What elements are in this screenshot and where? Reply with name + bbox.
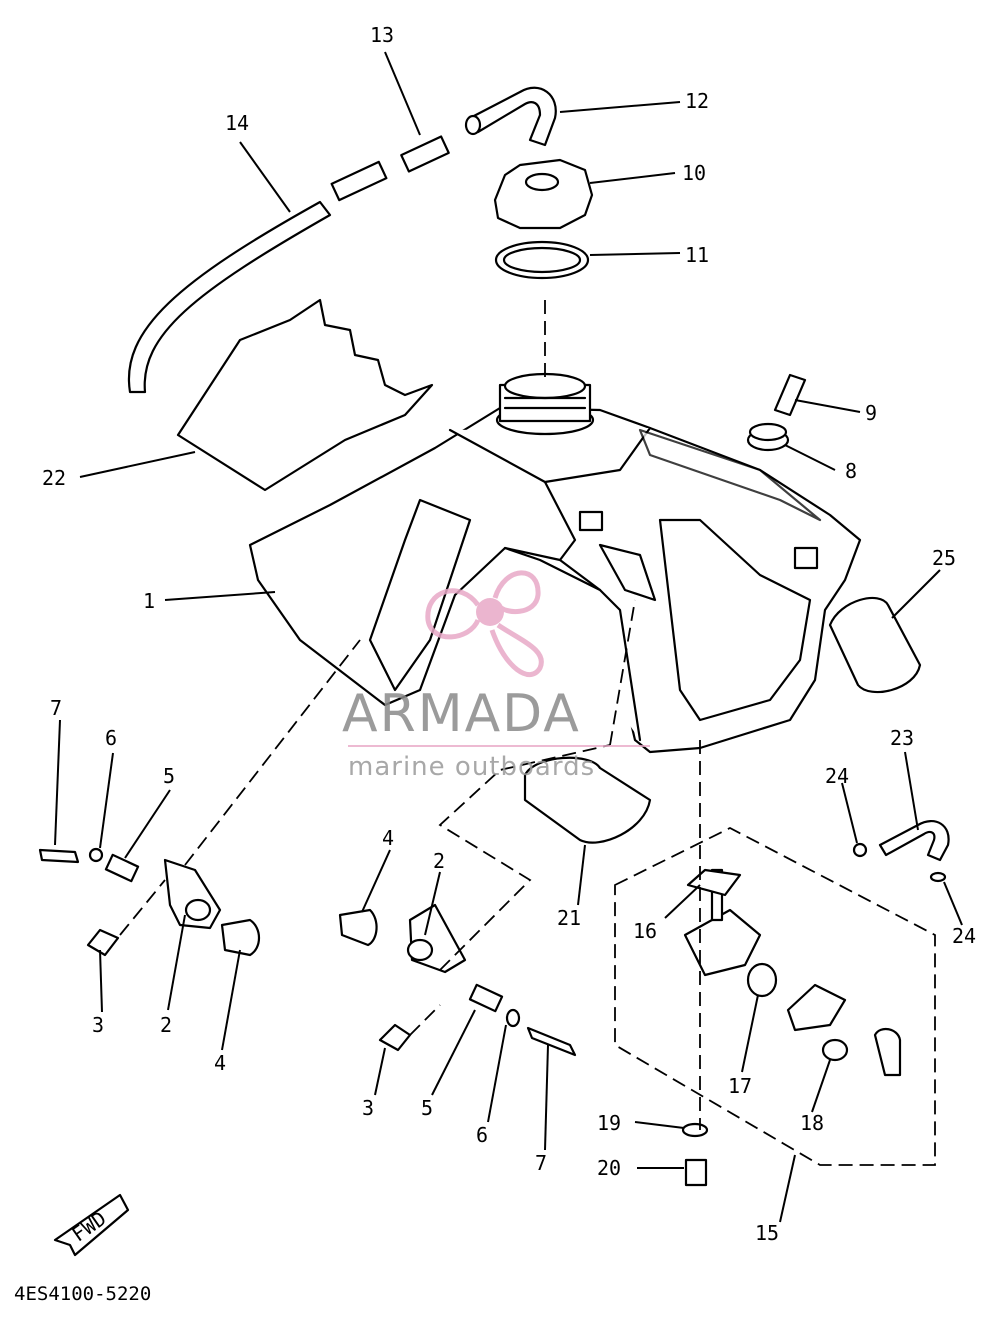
callout-8: 8 [845,459,857,483]
seal-lower [523,756,652,844]
fuel-cock [681,868,902,1187]
callout-25: 25 [932,546,956,570]
callout-24a: 24 [825,764,849,788]
callout-23: 23 [890,726,914,750]
callout-3a: 3 [92,1013,104,1037]
breather-hose [127,160,388,394]
breather-fitting [400,135,450,173]
callout-7a: 7 [50,696,62,720]
callout-13: 13 [370,23,394,47]
callout-19: 19 [597,1111,621,1135]
cap-gasket [494,240,590,280]
callout-21: 21 [557,906,581,930]
callout-20: 20 [597,1156,621,1180]
callout-15: 15 [755,1221,779,1245]
callout-18: 18 [800,1111,824,1135]
tank-bracket-left [38,847,261,957]
callout-numbers: 1 13 14 12 10 11 9 8 22 25 7 6 5 3 2 4 4… [42,23,976,1245]
callout-5a: 5 [163,764,175,788]
callout-10: 10 [682,161,706,185]
screw [773,373,807,417]
callout-24b: 24 [952,924,976,948]
reference-code: 4ES4100-5220 [14,1283,152,1305]
watermark-divider [348,745,650,747]
callout-6a: 6 [105,726,117,750]
filler-neck [495,372,595,436]
callout-9: 9 [865,401,877,425]
callout-17: 17 [728,1074,752,1098]
callout-4a: 4 [214,1051,226,1075]
watermark-tagline: marine outboards [348,752,596,782]
callout-7b: 7 [535,1151,547,1175]
watermark-logo [425,570,544,677]
fwd-arrow [53,1193,130,1257]
tank-bracket-center [338,903,577,1057]
callout-14: 14 [225,111,249,135]
callout-2a: 2 [160,1013,172,1037]
tank-decal [176,298,434,492]
damper [746,422,790,452]
watermark-brand: ARMADA [342,684,581,744]
callout-5b: 5 [421,1096,433,1120]
callout-4b: 4 [382,826,394,850]
callout-16: 16 [633,919,657,943]
leader-lines [54,51,963,1223]
hose-elbow [464,86,557,147]
seal [828,596,922,694]
fuel-tank [248,406,862,754]
tank-cap [493,158,594,230]
callout-22: 22 [42,466,66,490]
fuel-hose [878,819,950,862]
callout-1: 1 [143,589,155,613]
hose-clip [852,842,947,883]
callout-6b: 6 [476,1123,488,1147]
callout-2b: 2 [433,849,445,873]
callout-3b: 3 [362,1096,374,1120]
callout-12: 12 [685,89,709,113]
assembly-lines [119,300,936,1166]
callout-11: 11 [685,243,709,267]
